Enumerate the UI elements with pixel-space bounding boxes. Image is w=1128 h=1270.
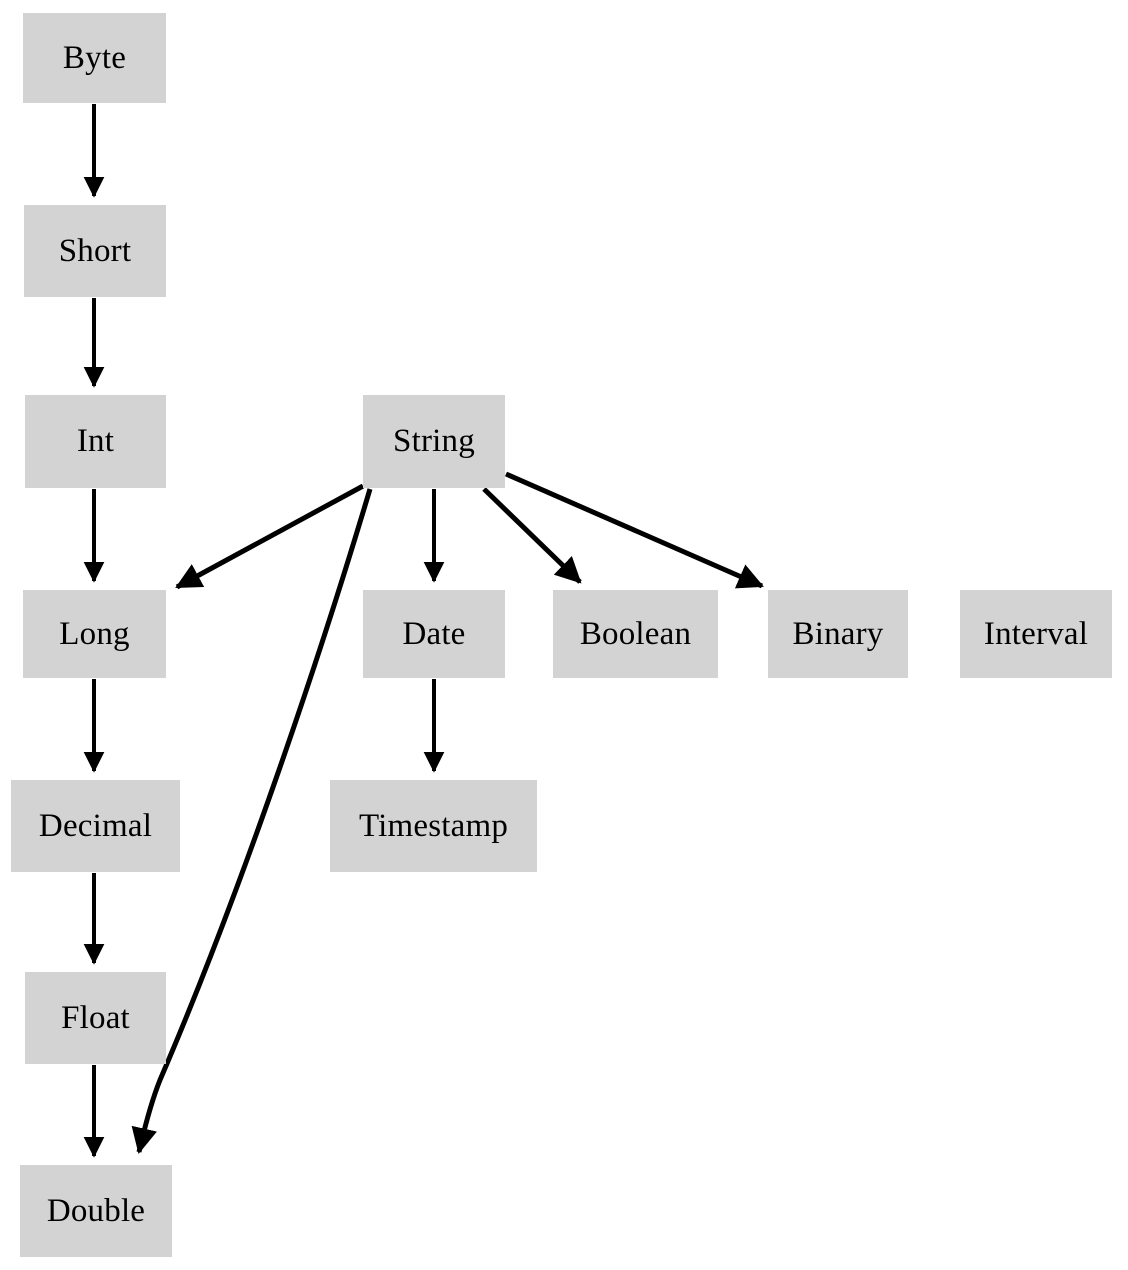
node-long[interactable]: Long xyxy=(23,590,166,678)
node-double[interactable]: Double xyxy=(20,1165,172,1257)
node-boolean-label: Boolean xyxy=(579,615,692,652)
node-timestamp[interactable]: Timestamp xyxy=(330,780,537,872)
node-long-label: Long xyxy=(59,615,130,652)
node-byte[interactable]: Byte xyxy=(23,13,166,103)
node-date[interactable]: Date xyxy=(363,590,505,678)
node-short-label: Short xyxy=(58,232,132,269)
node-int-label: Int xyxy=(76,423,115,459)
node-decimal-label: Decimal xyxy=(38,807,153,844)
node-float-label: Float xyxy=(61,999,130,1036)
node-boolean[interactable]: Boolean xyxy=(553,590,718,678)
node-binary-label: Binary xyxy=(792,615,884,652)
node-short[interactable]: Short xyxy=(24,205,166,297)
edge-string-long xyxy=(175,483,365,590)
node-binary[interactable]: Binary xyxy=(768,590,908,678)
node-byte-label: Byte xyxy=(62,39,127,76)
edge-string-boolean xyxy=(482,487,582,584)
node-string[interactable]: String xyxy=(363,395,505,488)
node-interval[interactable]: Interval xyxy=(960,590,1112,678)
node-interval-label: Interval xyxy=(983,615,1089,652)
node-date-label: Date xyxy=(402,615,466,652)
node-string-label: String xyxy=(393,423,475,459)
node-decimal[interactable]: Decimal xyxy=(11,780,180,872)
edge-string-binary xyxy=(504,471,764,589)
node-int[interactable]: Int xyxy=(25,395,166,488)
node-timestamp-label: Timestamp xyxy=(358,807,509,844)
node-float[interactable]: Float xyxy=(25,972,166,1064)
node-double-label: Double xyxy=(46,1192,146,1229)
